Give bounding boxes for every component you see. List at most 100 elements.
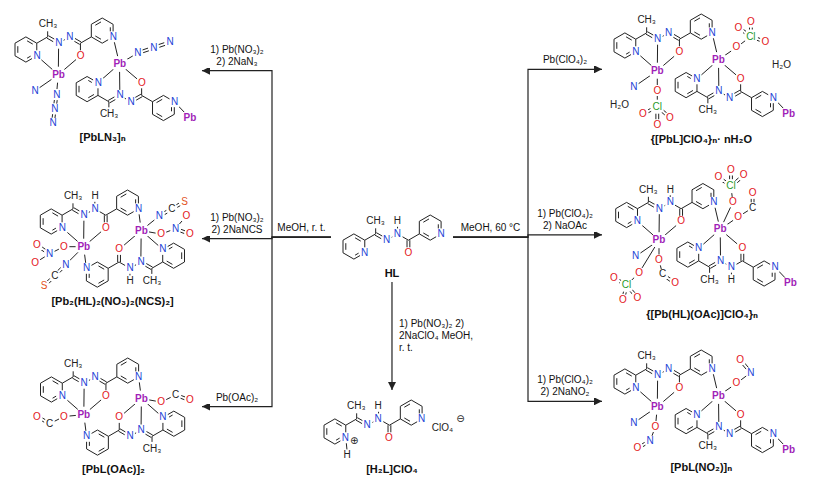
atom-label: N [58, 391, 67, 401]
bond-line [178, 106, 184, 112]
bond-line [777, 102, 783, 108]
bond-line [731, 193, 732, 197]
atom-label: O [633, 443, 643, 453]
bond-line [694, 368, 700, 371]
bond-line [162, 423, 163, 430]
atom-label: O [101, 223, 111, 233]
bond-line [121, 362, 127, 365]
bond-line [163, 262, 174, 268]
bond-line [91, 262, 97, 266]
atom-label: O [675, 47, 685, 57]
atom-label: N [653, 370, 662, 380]
atom-label: N [158, 244, 167, 254]
bond-line [762, 110, 773, 116]
bond-line [354, 256, 360, 260]
bond-line [174, 262, 185, 268]
bond-line [66, 231, 77, 241]
bond-line [764, 261, 770, 265]
atom-label: N [116, 90, 125, 100]
bond-line [772, 273, 773, 277]
bond-line [679, 39, 680, 46]
compound-name: HL [385, 267, 400, 280]
bond-line [110, 27, 111, 31]
bond-line [764, 280, 775, 286]
atom-label: N [82, 431, 91, 441]
bond-line [389, 419, 400, 425]
bond-line [762, 446, 773, 452]
bond-line [657, 45, 658, 63]
compound-name: [Pb₂(HL)₂(NO₃)₂(NCS)₂] [51, 295, 173, 308]
bond-line [614, 375, 615, 388]
bond-line [336, 423, 342, 426]
bond-line [128, 212, 134, 216]
bond-line [640, 55, 651, 65]
bond-line [628, 222, 632, 224]
reaction-arrow [202, 71, 331, 237]
bond-line [627, 202, 638, 208]
atom-label: C [658, 269, 667, 279]
atom-label: O [736, 410, 746, 420]
bond-line [89, 80, 93, 82]
bond-line [773, 103, 774, 110]
bond-line [679, 369, 690, 375]
bond-line [638, 75, 650, 84]
atom-label: N [653, 34, 662, 44]
atom-label: N [90, 372, 99, 382]
bond-line [53, 396, 57, 398]
atom-label: Cl [652, 102, 663, 112]
bond-line [735, 429, 741, 433]
bond-line [167, 261, 173, 264]
bond-line [143, 48, 149, 50]
bond-line [734, 426, 740, 430]
bond-line [141, 88, 142, 95]
bond-line [96, 36, 102, 39]
atom-label: O [403, 248, 413, 258]
atom-label: CH₃ [99, 109, 120, 119]
compound-structure: {[Pb(HL)(OAc)]ClO₄}ₙCH₃NNNHONCH₃NNNHONPb… [602, 160, 802, 323]
bond-line [686, 409, 692, 413]
bond-line [107, 215, 108, 222]
bond-line [692, 202, 703, 208]
bond-line [713, 38, 716, 52]
bond-line [18, 46, 19, 53]
bond-line [614, 52, 625, 58]
atom-label: N [80, 210, 89, 220]
bond-line [640, 245, 652, 254]
bond-line [37, 43, 38, 50]
bond-line [73, 203, 74, 209]
atom-label: N [769, 93, 778, 103]
bond-line [675, 73, 686, 79]
bond-line [164, 114, 175, 120]
bond-line [70, 252, 78, 260]
bond-line [103, 40, 109, 44]
bond-line [127, 56, 133, 60]
atom-label: N [158, 412, 167, 422]
bond-line [355, 238, 361, 241]
atom-label: O [30, 258, 40, 268]
bond-line [640, 391, 651, 401]
bond-line [636, 33, 647, 39]
bond-line [15, 37, 26, 43]
bond-line [390, 425, 391, 432]
bond-line [665, 225, 677, 235]
compound-structure: [Pb₂(HL)₂(NO₃)₂(NCS)₂]CH₃NNNHONCH₃NNNHON… [23, 180, 202, 310]
atom-label: N [629, 418, 638, 428]
atom-label: O [675, 383, 685, 393]
bond-line [119, 431, 125, 435]
bond-line [713, 374, 716, 388]
bond-line [86, 274, 87, 281]
bond-line [677, 261, 688, 267]
bond-line [687, 76, 691, 78]
bond-line [162, 255, 163, 262]
bond-line [375, 235, 381, 239]
atom-label: O [32, 240, 42, 250]
atom-label: ⊕ [349, 436, 359, 446]
bond-line [40, 209, 51, 215]
bond-line [116, 364, 117, 377]
bond-line [104, 215, 105, 222]
bond-line [342, 240, 343, 253]
atom-label: Cl [725, 181, 736, 191]
bond-line [52, 114, 53, 117]
bond-line [43, 218, 44, 225]
bond-line [411, 400, 422, 406]
